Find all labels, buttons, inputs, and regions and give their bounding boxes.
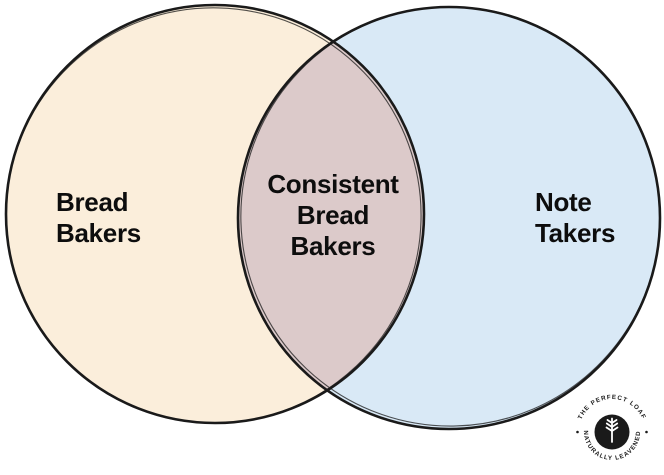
overlap-label-line-1: Consistent bbox=[267, 169, 399, 199]
left-label-line-1: Bread bbox=[56, 187, 129, 217]
overlap-label-line-2: Bread bbox=[296, 200, 370, 230]
overlap-label-line-3: Bakers bbox=[290, 231, 376, 261]
overlap-label: Consistent Bread Bakers bbox=[267, 169, 399, 262]
logo-left-dot bbox=[576, 430, 579, 434]
left-label-line-2: Bakers bbox=[56, 218, 141, 248]
left-circle-label: Bread Bakers bbox=[56, 187, 141, 249]
sketch-overlines bbox=[5, 6, 661, 427]
wheat-icon bbox=[605, 417, 619, 443]
right-label-line-2: Takers bbox=[535, 218, 616, 248]
perfect-loaf-logo: THE PERFECT LOAF NATURALLY LEAVENED bbox=[576, 394, 648, 462]
overlap-region-fill bbox=[238, 7, 424, 423]
right-circle-label: Note Takers bbox=[535, 187, 615, 249]
right-label-line-1: Note bbox=[535, 187, 592, 217]
logo-right-dot bbox=[645, 430, 648, 434]
